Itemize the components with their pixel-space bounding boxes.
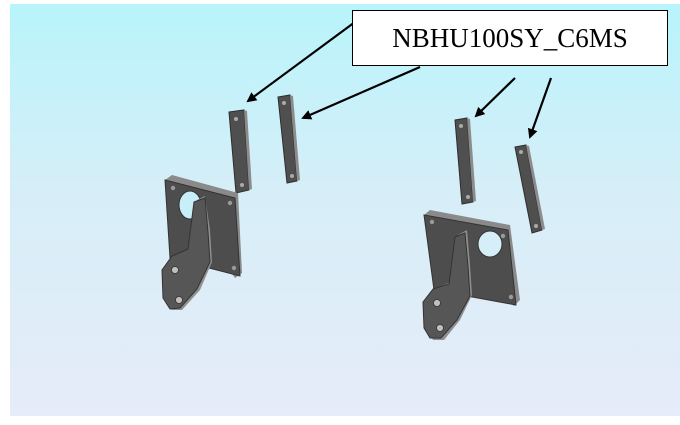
- viewport-background: [10, 4, 680, 416]
- leader-arrow-1: [246, 21, 356, 103]
- leader-arrow-3: [474, 77, 516, 118]
- left-strip-2[interactable]: [277, 94, 300, 184]
- right-bracket-assembly[interactable]: [422, 117, 545, 340]
- part-number-label: NBHU100SY_C6MS: [392, 22, 628, 53]
- left-strip-1[interactable]: [228, 109, 252, 194]
- right-mounting-plate[interactable]: [422, 210, 520, 340]
- right-strip-1[interactable]: [454, 117, 476, 205]
- right-strip-2[interactable]: [514, 144, 545, 234]
- leader-arrow-4: [527, 77, 553, 139]
- leader-arrows: [246, 21, 553, 139]
- left-bracket-assembly[interactable]: [161, 94, 300, 310]
- left-mounting-plate[interactable]: [161, 175, 242, 310]
- part-number-callout: NBHU100SY_C6MS: [352, 10, 668, 66]
- leader-arrow-2: [301, 65, 421, 120]
